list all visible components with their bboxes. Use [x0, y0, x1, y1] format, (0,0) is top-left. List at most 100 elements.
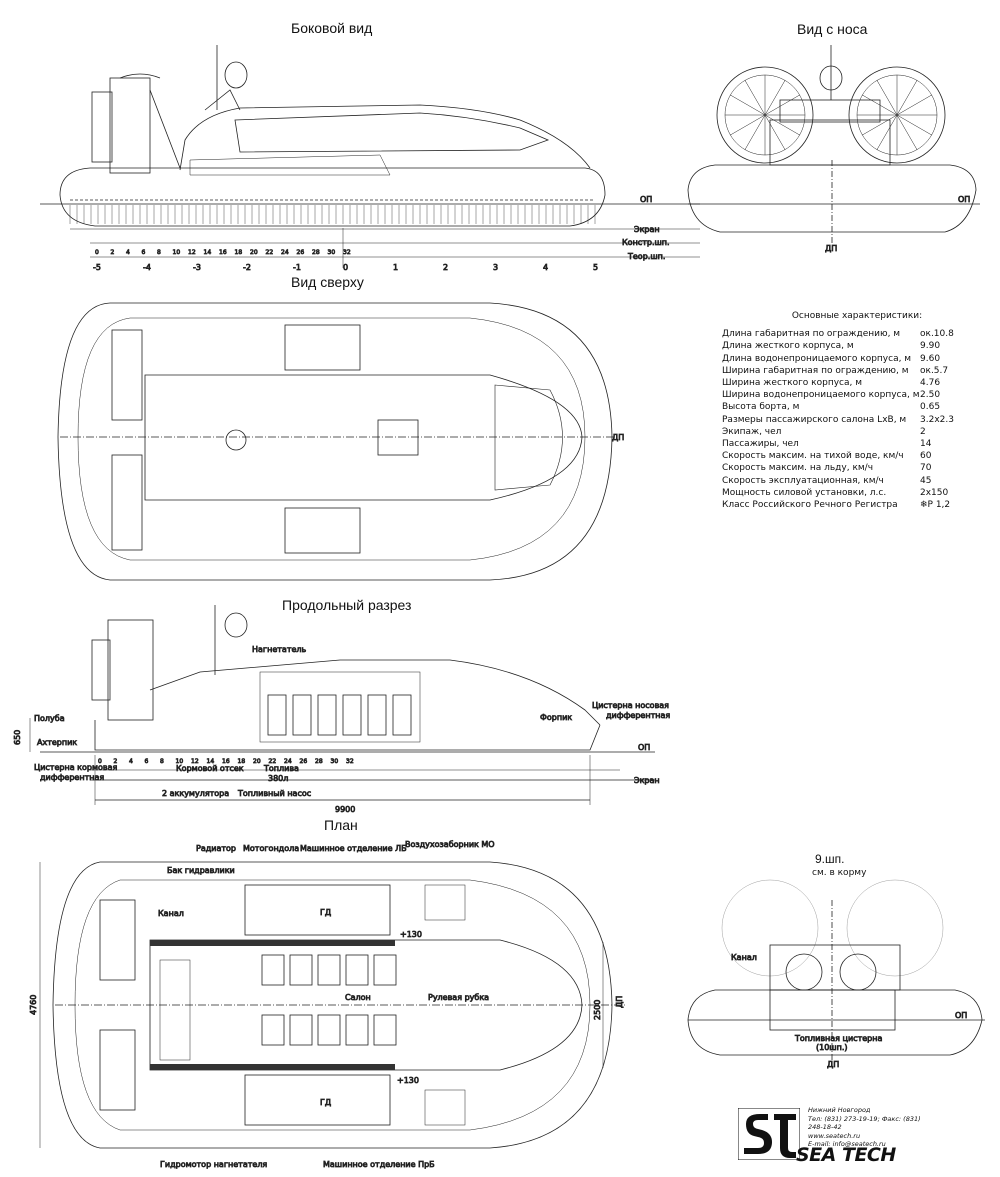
spec-value: 3.2x2.3 — [920, 414, 954, 425]
label-cist-nos: Цистерна носовая — [592, 701, 669, 710]
section-frame-number: 30 — [331, 758, 339, 765]
spec-key: Класс Российского Речного Регистра — [722, 500, 898, 511]
teor-number: -1 — [293, 263, 301, 272]
section-frame-number: 32 — [346, 758, 354, 765]
section-view-title: Продольный разрез — [282, 597, 412, 613]
fan-spoke — [744, 80, 766, 116]
fan-spoke — [764, 114, 800, 136]
label-polyuba: Полуба — [34, 714, 65, 723]
plan-seat — [317, 1014, 341, 1046]
frame-number: 4 — [126, 249, 130, 256]
frame-number: 32 — [343, 249, 351, 256]
label-akkum: 2 аккумулятора — [162, 789, 229, 798]
frame-number: 28 — [312, 249, 320, 256]
label-cist-korm-2: дифферентная — [40, 773, 104, 782]
logo-email: E-mail: info@seatech.ru — [808, 1140, 886, 1148]
spec-key: Длина водонепроницаемого корпуса, м — [722, 353, 912, 364]
plan-seat — [261, 1014, 285, 1046]
teor-number: 2 — [443, 263, 448, 272]
section-frame-number: 6 — [145, 758, 149, 765]
label-mo-lb: Машинное отделение ЛБ — [300, 844, 407, 853]
section-frame-number: 4 — [129, 758, 133, 765]
fan-spoke — [876, 80, 898, 116]
fan-spoke — [862, 114, 898, 136]
spec-value: 60 — [920, 451, 932, 462]
frame-number: 8 — [157, 249, 161, 256]
top-dp-label: ДП — [612, 433, 624, 442]
label-kanal: Канал — [158, 909, 184, 918]
logo-city: Нижний Новгород — [808, 1106, 871, 1114]
specifications-table: Основные характеристики: Длина габаритна… — [722, 310, 982, 511]
label-topliva-vol: 380л — [268, 774, 288, 783]
spec-key: Ширина габаритная по ограждению, м — [722, 365, 909, 376]
spec-key: Скорость эксплуатационная, км/ч — [722, 475, 884, 486]
frame9-kanal-label: Канал — [731, 953, 757, 962]
label-650: 650 — [13, 730, 22, 745]
teor-number: -3 — [193, 263, 201, 272]
logo-phone: Тел: (831) 273-19-19; Факс: (831) 248-18… — [808, 1114, 921, 1132]
label-cist-nos-2: дифферентная — [606, 711, 670, 720]
label-radiator: Радиатор — [196, 844, 236, 853]
label-motogondola: Мотогондола — [243, 844, 299, 853]
plan-seat — [373, 1014, 397, 1046]
frame-number: 6 — [142, 249, 146, 256]
teor-number: -2 — [243, 263, 251, 272]
section-frame-number: 26 — [300, 758, 308, 765]
plan-seat — [345, 954, 369, 986]
frame-number: 0 — [95, 249, 99, 256]
label-salon: Салон — [345, 993, 371, 1002]
plan-seat — [317, 954, 341, 986]
teor-number: 4 — [543, 263, 548, 272]
plan-dp-label: ДП — [615, 996, 624, 1008]
spec-row: Скорость эксплуатационная, км/ч 45 — [722, 475, 982, 487]
side-view — [40, 45, 700, 268]
spec-value: ок.10.8 — [920, 329, 954, 340]
frame-number: 20 — [250, 249, 258, 256]
section-frame-number: 14 — [207, 758, 215, 765]
front-dp-label: ДП — [825, 244, 837, 253]
front-view — [687, 45, 980, 245]
label-mo-pb: Машинное отделение ПрБ — [323, 1160, 435, 1169]
spec-value: 70 — [920, 463, 932, 474]
spec-value: 45 — [920, 475, 932, 486]
spec-key: Пассажиры, чел — [722, 439, 799, 450]
spec-row: Ширина габаритная по ограждению, м ок.5.7 — [722, 365, 982, 377]
teor-number: 0 — [343, 263, 348, 272]
spec-value: 14 — [920, 439, 932, 450]
label-kormovoy: Кормовой отсек — [176, 764, 244, 773]
front-op-label: ОП — [958, 195, 970, 204]
plan-seat — [261, 954, 285, 986]
spec-row: Пассажиры, чел 14 — [722, 438, 982, 450]
spec-value: 9.90 — [920, 341, 941, 352]
fan-spoke — [896, 80, 918, 116]
spec-row: Мощность силовой установки, л.с.2x150 — [722, 487, 982, 499]
label-vozduh: Воздухозаборник МО — [405, 840, 495, 849]
seatech-logo-mark — [738, 1108, 800, 1160]
spec-value: ок.5.7 — [920, 365, 949, 376]
seat — [317, 694, 337, 736]
label-gd-top: ГД — [320, 908, 331, 917]
label-nasos: Топливный насос — [237, 789, 311, 798]
section-frame-number: 2 — [114, 758, 118, 765]
label-ahterpik: Ахтерпик — [37, 738, 77, 747]
spec-value: 2.50 — [920, 390, 941, 401]
teor-number: -4 — [143, 263, 151, 272]
teor-number: -5 — [93, 263, 101, 272]
fan-spoke — [896, 114, 932, 136]
seat — [342, 694, 362, 736]
fan-spoke — [730, 114, 766, 136]
label-length: 9900 — [335, 805, 355, 814]
frame-number: 26 — [297, 249, 305, 256]
plan-seat — [345, 1014, 369, 1046]
section-ekran-label: Экран — [634, 776, 660, 785]
label-rubka: Рулевая рубка — [428, 993, 489, 1002]
plan-view-title: План — [324, 817, 358, 833]
fan-spoke — [764, 80, 786, 116]
